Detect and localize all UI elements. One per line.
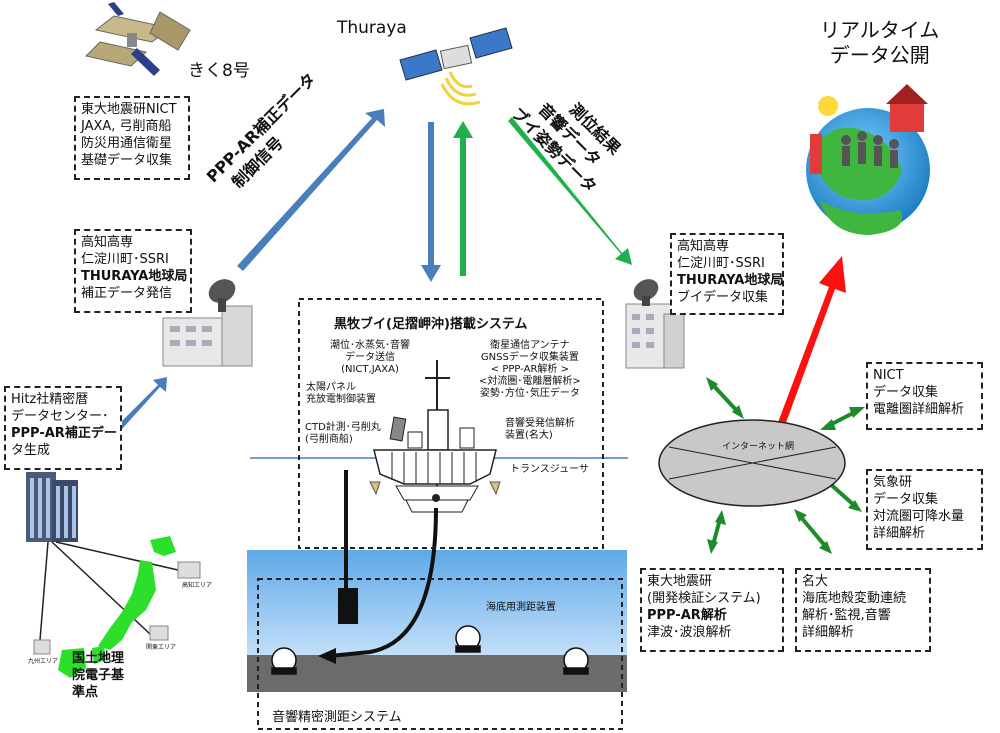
seafloor-transponders (271, 625, 589, 675)
hitz-box: Hitz社精密暦 データセンター･ PPP-AR補正デー タ生成 (4, 386, 122, 470)
map-station-icons (33, 561, 201, 655)
map-label-kochi: 高知エリア (182, 582, 213, 589)
japan-map-icon (58, 536, 176, 678)
meidai-box: 名大 海底地殻変動連続 解析･監視,音響 詳細解析 (795, 568, 931, 652)
buoy-met-label: 潮位･水蒸気･音響 データ送信 (NICT,JAXA) (330, 340, 410, 375)
kochi-left-box: 高知高専 仁淀川町･SSRI THURAYA地球局 補正データ発信 (74, 229, 192, 313)
green-arrows (453, 117, 632, 276)
blue-arrows (118, 109, 441, 429)
cables (329, 470, 438, 658)
ctd-sensor-icon (338, 588, 358, 624)
seafloor-system-frame (257, 578, 623, 730)
buoy-system-frame (298, 298, 604, 549)
arrow-realtime (777, 256, 846, 428)
ground-station-left-icon (162, 279, 253, 367)
arrow-to-right-station (508, 117, 632, 265)
earth-people-icon (804, 67, 930, 235)
seafloor-device-label: 海底用測距装置 (486, 602, 556, 613)
map-label-kanto: 関東エリア (146, 644, 177, 651)
realtime-title: リアルタイム データ公開 (820, 18, 940, 67)
cable-arrowhead (318, 648, 336, 664)
thuraya-label: Thuraya (337, 18, 407, 38)
buoy-solar-label: 太陽パネル 充放電制御装置 (306, 382, 376, 405)
arrow-up-to-satellite (237, 109, 385, 271)
buoy-acoustic-label: 音響受発信解析 装置(名大) (505, 418, 575, 441)
hitz-building-icon (26, 472, 179, 641)
arrow-up-from-buoy (453, 121, 473, 276)
nict-box: NICT データ収集 電離圏詳細解析 (866, 362, 983, 430)
transducer-label: トランスジューサ (510, 464, 589, 475)
map-label-kyushu: 九州エリア (28, 658, 59, 665)
kiku8-satellite-icon (85, 2, 191, 76)
arrow-down-to-buoy (421, 122, 441, 282)
internet-connections (706, 377, 865, 554)
ground-station-right-icon (625, 279, 685, 369)
internet-ellipse (658, 419, 846, 507)
arrow-hitz-to-station (118, 377, 167, 429)
kochi-right-box: 高知高専 仁淀川町･SSRI THURAYA地球局 ブイデータ収集 (670, 233, 784, 315)
thuraya-satellite-icon (399, 27, 513, 106)
internet-label: インターネット網 (722, 442, 795, 452)
kisho-box: 気象研 データ収集 対流圏可降水量 詳細解析 (866, 469, 983, 550)
gsi-label: 国土地理 院電子基 準点 (72, 651, 125, 700)
buoy-icon (369, 360, 501, 513)
kiku8-info-box: 東大地震研NICT JAXA, 弓削商船 防災用通信衛星 基礎データ収集 (74, 96, 190, 180)
todai-box: 東大地震研 (開発検証システム) PPP-AR解析 津波･波浪解析 (640, 568, 784, 652)
acoustic-ranging-system-label: 音響精密測距システム (272, 710, 402, 725)
buoy-system-title: 黒牧ブイ(足摺岬沖)搭載システム (334, 317, 528, 332)
buoy-ctd-label: CTD計測･弓削丸 (弓削商船) (305, 422, 381, 445)
kiku8-label: きく8号 (188, 61, 250, 81)
buoy-antenna-label: 衛星通信アンテナ GNSSデータ収集装置 < PPP-AR解析 > <対流圏･電… (479, 340, 581, 399)
